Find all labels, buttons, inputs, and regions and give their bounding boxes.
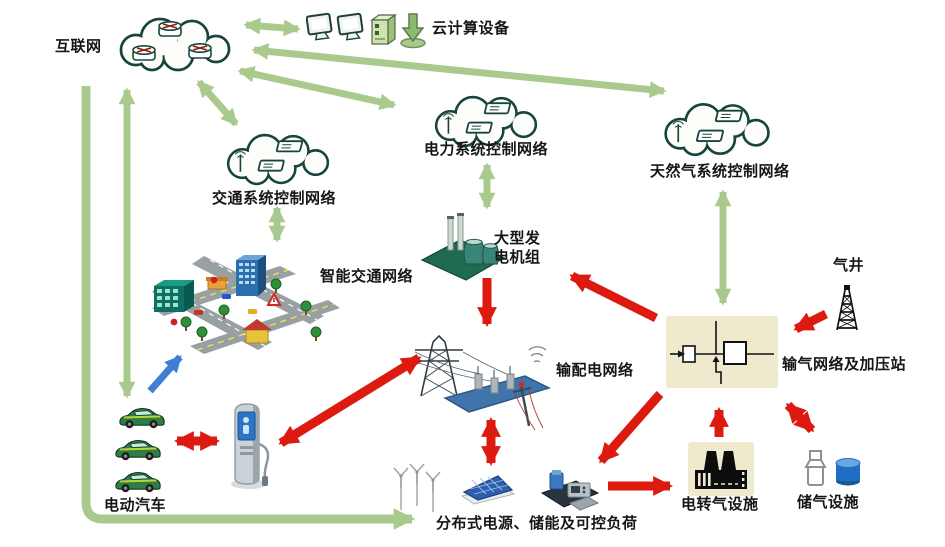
- cloud-devices-label: 云计算设备: [432, 21, 510, 37]
- traffic-control-label: 交通系统控制网络: [212, 191, 337, 207]
- node-transmission: [403, 334, 559, 432]
- node-p2g: [688, 442, 754, 496]
- arrow-ev-smart-traffic: [147, 354, 183, 394]
- car-icon: [114, 471, 162, 493]
- car-icon: [118, 407, 166, 429]
- smart-traffic-label: 智能交通网络: [320, 269, 414, 285]
- gas-storage-label: 储气设施: [797, 495, 860, 511]
- wind-icon: [393, 463, 441, 512]
- load-icon: [540, 470, 600, 511]
- arrow-internet-traffic-control: [196, 79, 239, 127]
- derrick-icon: [836, 285, 858, 331]
- arrow-internet-cloud-devices: [243, 17, 301, 37]
- node-gas-control: [653, 96, 779, 161]
- node-ev-2: [114, 436, 162, 461]
- solar-icon: [460, 475, 516, 505]
- generator-label: 大型发电机组: [494, 231, 541, 266]
- internet-cloud-icon: [119, 17, 231, 72]
- node-ev-1: [118, 404, 166, 429]
- arrow-internet-power-control: [237, 65, 397, 111]
- node-charging-station: [227, 402, 273, 490]
- grid-icon: [414, 334, 551, 431]
- transmission-label: 输配电网络: [556, 363, 634, 379]
- arrow-internet-gas-control: [251, 43, 667, 98]
- network-cloud-icon: [664, 103, 770, 157]
- car-icon: [114, 439, 162, 461]
- arrow-internet-distributed: [81, 86, 416, 530]
- p2g-label: 电转气设施: [681, 497, 759, 513]
- power-plant-icon: [420, 213, 506, 281]
- router-icon: [132, 21, 212, 61]
- pipeline-box-icon: [666, 316, 778, 388]
- city-icon: [152, 255, 340, 354]
- arrow-storage-pipeline: [784, 401, 816, 434]
- network-cloud-icon: [216, 127, 338, 190]
- node-smart-traffic: [152, 250, 340, 354]
- charger-icon: [231, 403, 270, 489]
- monitor-icon: [336, 12, 364, 41]
- download-icon: [400, 13, 426, 49]
- tower-building-icon: [236, 255, 266, 296]
- pole-icon: [512, 382, 544, 431]
- gas-pipeline-label: 输气网络及加压站: [782, 357, 907, 373]
- node-traffic-control: [216, 127, 338, 190]
- tank-icon: [835, 458, 861, 486]
- node-gas-pipeline: [666, 316, 778, 388]
- gas-control-label: 天然气系统控制网络: [650, 164, 790, 180]
- warning-sign-icon: [266, 291, 282, 306]
- internet-label: 互联网: [55, 39, 102, 55]
- monitor-icon: [306, 12, 333, 41]
- distributed-label: 分布式电源、储能及可控负荷: [436, 516, 638, 532]
- node-generator: [420, 212, 508, 284]
- arrow-charger-transmission: [278, 354, 422, 447]
- vessel-icon: [804, 450, 827, 486]
- server-icon: [370, 13, 397, 46]
- building-icon: [154, 280, 194, 312]
- node-internet: [108, 10, 236, 76]
- node-gas-storage: [802, 450, 864, 492]
- node-wind: [392, 458, 446, 512]
- ev-label: 电动汽车: [104, 498, 167, 514]
- factory-icon: [688, 442, 754, 496]
- node-loads: [540, 463, 600, 515]
- node-gas-well: [832, 284, 862, 332]
- arrow-pipeline-generator: [569, 271, 659, 323]
- node-solar: [460, 472, 516, 506]
- house-icon: [242, 319, 272, 344]
- arrow-pipeline-loads: [597, 391, 664, 464]
- gas-well-label: 气井: [833, 258, 865, 274]
- node-ev-3: [114, 468, 162, 493]
- power-control-label: 电力系统控制网络: [424, 142, 549, 158]
- mini-car-icon: [194, 294, 257, 315]
- node-cloud-devices: [306, 12, 428, 50]
- arrow-gas-well-pipeline: [793, 309, 829, 334]
